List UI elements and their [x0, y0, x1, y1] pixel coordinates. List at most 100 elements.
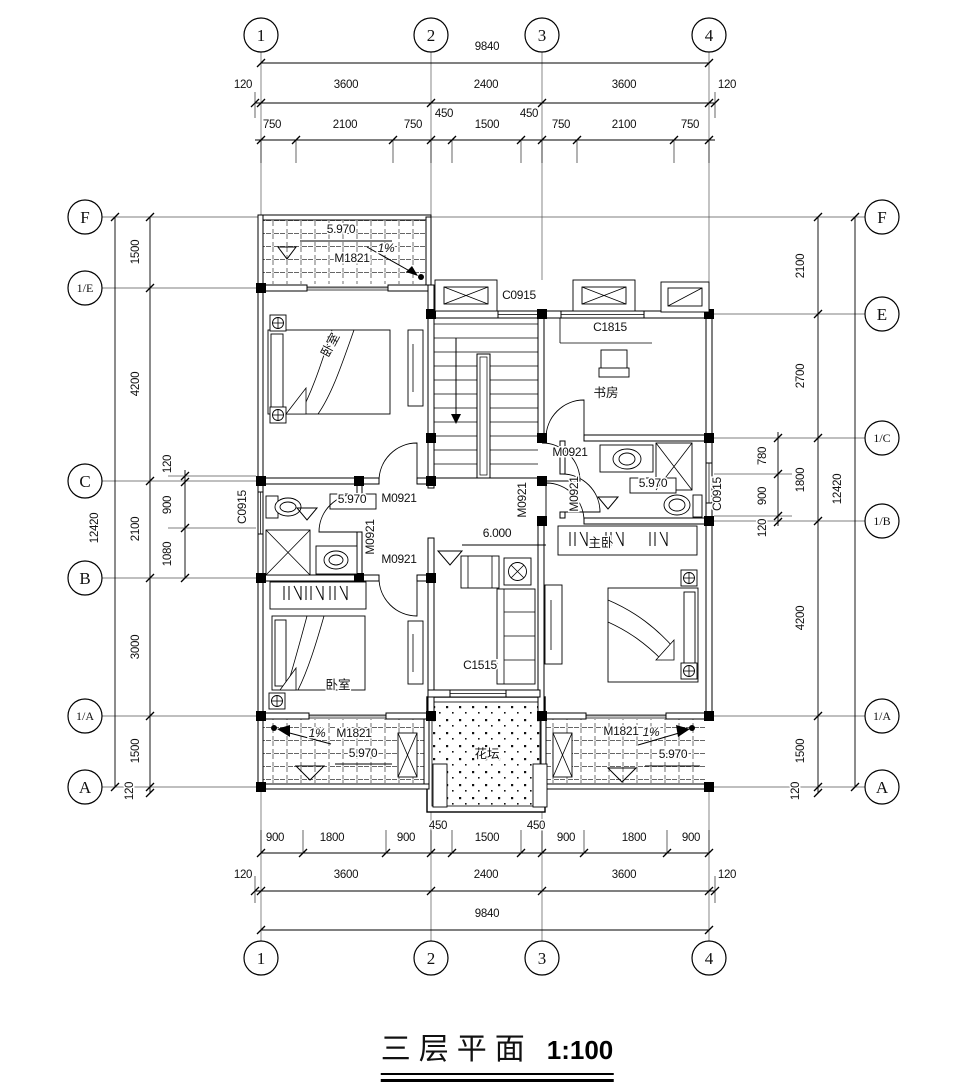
axis-bubble — [243, 17, 279, 53]
axis-bubble — [67, 463, 103, 499]
level-mark: 5.970 — [327, 222, 356, 236]
column — [256, 711, 266, 721]
level-triangle-icon — [606, 767, 638, 783]
slope-arrow-icon — [366, 246, 416, 275]
dim-label: 450 — [429, 820, 447, 832]
axis-bubble-label: 1 — [257, 949, 266, 968]
axis-bubble — [67, 560, 103, 596]
column — [537, 309, 547, 319]
dim-label: 1500 — [130, 240, 142, 264]
dim-label: 900 — [162, 496, 174, 514]
dim-label: 3000 — [130, 635, 142, 659]
axis-bubble — [864, 199, 900, 235]
door-tag: M1821 — [603, 724, 639, 738]
title-underline — [380, 1073, 614, 1082]
axis-bubble — [524, 17, 560, 53]
window-tag: C0915 — [710, 476, 724, 510]
dim-label: 2100 — [612, 119, 636, 131]
column — [704, 782, 714, 792]
axis-bubble — [691, 940, 727, 976]
axis-bubble — [243, 940, 279, 976]
column — [426, 573, 436, 583]
axis-bubble-label: 1/B — [873, 514, 890, 528]
dim-label: 2400 — [474, 869, 498, 881]
axis-bubble-label: 3 — [538, 26, 547, 45]
room-label-flowerbed: 花坛 — [474, 746, 499, 761]
dim-label: 3600 — [334, 79, 358, 91]
window-tag: C1815 — [593, 320, 627, 334]
dim-label: 120 — [234, 869, 252, 881]
dim-label: 750 — [681, 119, 699, 131]
axis-bubble-label: 1/C — [873, 431, 890, 445]
axis-bubble — [67, 769, 103, 805]
door-swing — [545, 399, 585, 439]
dim-label: 450 — [435, 108, 453, 120]
drawing-scale: 1:100 — [546, 1035, 614, 1065]
dim-label: 450 — [527, 820, 545, 832]
axis-bubble — [864, 503, 900, 539]
door-swings — [318, 399, 601, 617]
axis-bubble-label: 4 — [705, 26, 714, 45]
axis-bubble — [691, 17, 727, 53]
door-swing — [378, 577, 418, 617]
furniture — [265, 279, 710, 808]
dim-label: 120 — [757, 519, 769, 537]
level-mark: 5.970 — [639, 476, 668, 490]
dim-label: 450 — [520, 108, 538, 120]
room-label-study: 书房 — [593, 385, 618, 400]
column — [537, 711, 547, 721]
dim-label: 120 — [124, 782, 136, 800]
level-triangle-icon — [436, 550, 464, 566]
walls — [257, 214, 713, 790]
dim-label: 120 — [162, 455, 174, 473]
dim-label: 750 — [404, 119, 422, 131]
windows — [257, 310, 713, 698]
column — [426, 711, 436, 721]
dim-label: 3600 — [612, 869, 636, 881]
dim-label: 4200 — [130, 372, 142, 396]
dim-label: 120 — [718, 869, 736, 881]
dim-label: 1800 — [320, 832, 344, 844]
axis-bubble — [413, 940, 449, 976]
dim-label: 120 — [718, 79, 736, 91]
level-triangle-icon — [277, 246, 297, 260]
axis-bubble-label: E — [877, 305, 887, 324]
drain-point-icon — [271, 725, 277, 731]
dim-label: 900 — [682, 832, 700, 844]
door-swing — [545, 482, 585, 522]
axis-bubble-label: B — [79, 569, 90, 588]
level-triangle-icon — [596, 496, 620, 510]
column — [256, 573, 266, 583]
door-tag: M1821 — [334, 251, 370, 265]
axis-bubble-label: 4 — [705, 949, 714, 968]
dim-label: 2100 — [130, 517, 142, 541]
column — [354, 573, 364, 583]
level-mark: 6.000 — [483, 526, 512, 540]
axis-bubble-label: 1/A — [76, 709, 94, 723]
axis-bubbles — [67, 17, 900, 976]
door-swing — [378, 442, 418, 482]
hanger-icon — [605, 531, 624, 547]
axis-bubble-label: F — [80, 208, 89, 227]
drawing-title: 三层平面 — [380, 1033, 533, 1066]
axis-bubble-label: 1/A — [873, 709, 891, 723]
dim-label: 900 — [266, 832, 284, 844]
hanger-icon — [569, 531, 588, 547]
dim-label: 750 — [263, 119, 281, 131]
axis-bubble — [413, 17, 449, 53]
dim-label: 1500 — [130, 739, 142, 763]
column — [256, 782, 266, 792]
axis-bubble — [864, 420, 900, 456]
dim-label: 900 — [557, 832, 575, 844]
dim-label: 2400 — [474, 79, 498, 91]
dim-label: 120 — [234, 79, 252, 91]
door-tag: M0921 — [515, 482, 529, 518]
column — [704, 433, 714, 443]
axis-bubble-label: A — [79, 778, 92, 797]
slope-mark: 1% — [378, 241, 395, 255]
dimension-lines — [110, 58, 860, 935]
dim-label: 2100 — [795, 254, 807, 278]
column — [704, 309, 714, 319]
